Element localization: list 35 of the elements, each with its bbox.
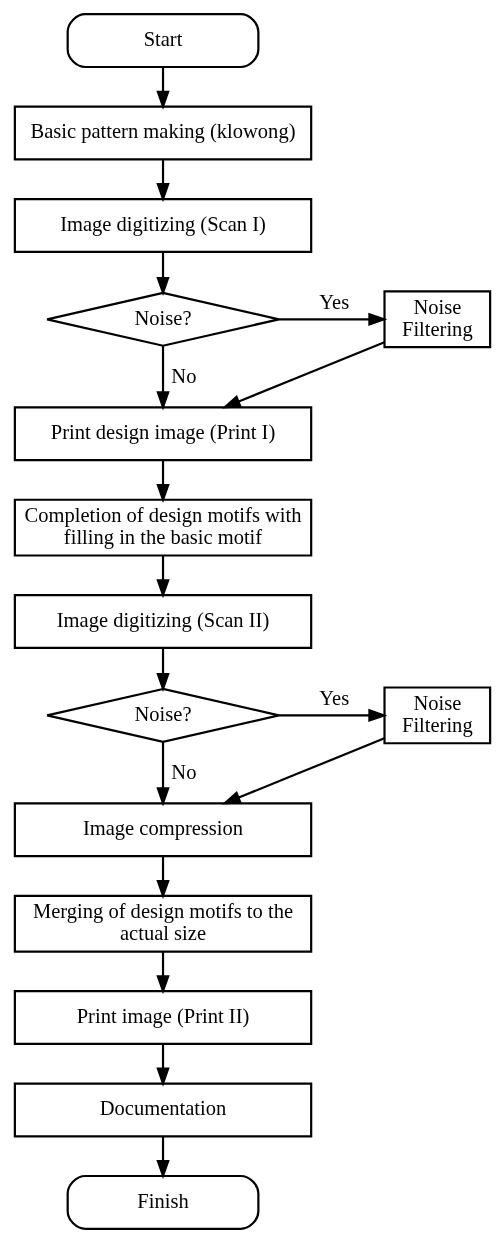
- node-diamond: Noise?: [45, 687, 280, 743]
- arrow: [155, 648, 170, 693]
- node-box: Image digitizing (Scan I): [13, 197, 312, 253]
- arrow: [155, 346, 170, 411]
- node-box: Finish: [66, 1174, 259, 1230]
- arrow: [155, 951, 170, 995]
- node-box: Noise Filtering: [382, 290, 491, 349]
- node-box: Merging of design motifs to the actual size: [13, 894, 312, 953]
- arrow: [278, 312, 387, 326]
- node-box: Noise Filtering: [382, 686, 491, 745]
- arrow: [278, 708, 387, 723]
- arrow: [155, 742, 170, 807]
- arrow: [155, 856, 170, 900]
- edge-label: Yes: [318, 687, 349, 710]
- node-box: Print design image (Print I): [13, 406, 312, 462]
- node-diamond: Noise?: [45, 291, 280, 347]
- arrow: [155, 460, 170, 503]
- node-box: Image digitizing (Scan II): [13, 594, 312, 649]
- edge-label: No: [170, 364, 196, 387]
- arrow: [221, 341, 385, 409]
- node-box: Completion of design motifs with filling in the basic motif: [13, 498, 312, 557]
- arrow: [155, 159, 170, 203]
- node-box: Start: [66, 13, 259, 69]
- node-box: Basic pattern making (klowong): [13, 105, 312, 161]
- arrow: [155, 252, 170, 296]
- node-box: Documentation: [13, 1082, 312, 1138]
- arrow: [155, 67, 170, 110]
- edge-label: No: [170, 760, 196, 783]
- arrow: [221, 737, 385, 805]
- arrow: [155, 1044, 170, 1087]
- node-box: Image compression: [13, 802, 312, 858]
- arrow: [155, 1136, 170, 1180]
- node-box: Print image (Print II): [13, 990, 312, 1046]
- arrow: [155, 555, 170, 599]
- edge-label: Yes: [318, 291, 349, 314]
